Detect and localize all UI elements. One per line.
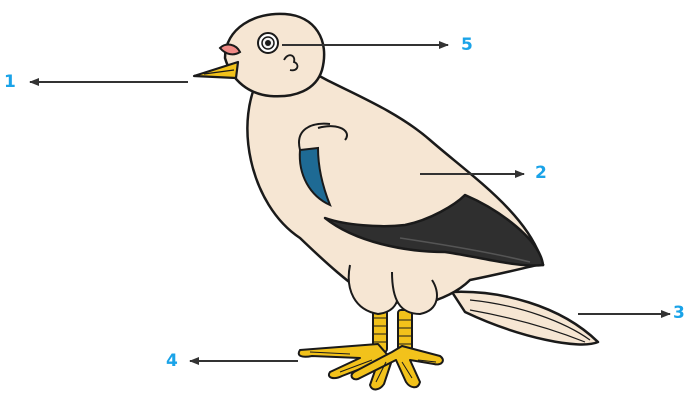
label-5: 5 [461, 35, 473, 55]
eye [258, 33, 278, 53]
label-1: 1 [4, 72, 16, 92]
label-4: 4 [166, 351, 178, 371]
body [247, 70, 543, 314]
head [225, 14, 324, 96]
tail [452, 292, 598, 345]
label-3: 3 [673, 303, 685, 323]
label-2: 2 [535, 163, 547, 183]
feet [299, 344, 443, 389]
